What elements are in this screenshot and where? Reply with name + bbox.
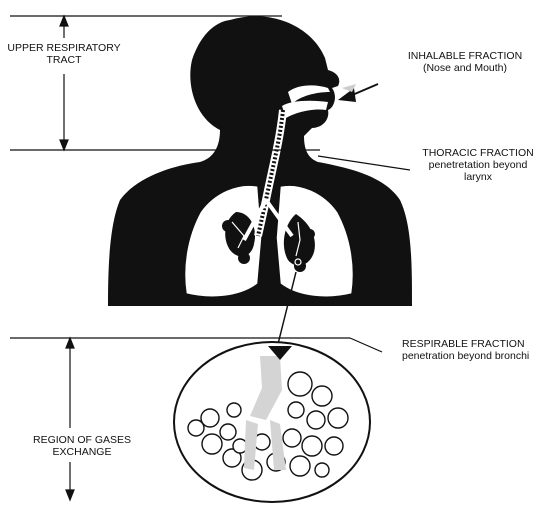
thoracic-line-3: larynx <box>418 171 538 183</box>
respirable-line-1: RESPIRABLE FRACTION <box>402 338 529 350</box>
label-upper-respiratory-tract: UPPER RESPIRATORY TRACT <box>6 42 122 66</box>
label-thoracic-fraction: THORACIC FRACTION penetretation beyond l… <box>418 147 538 183</box>
respirable-line-2: penetration beyond bronchi <box>402 350 529 362</box>
gas-exchange-line-1: REGION OF GASES <box>26 434 138 446</box>
inhalable-line-1: INHALABLE FRACTION <box>400 50 530 62</box>
label-region-of-gases-exchange: REGION OF GASES EXCHANGE <box>26 434 138 458</box>
alveoli-magnified <box>174 342 370 502</box>
thoracic-line-2: penetretation beyond <box>418 159 538 171</box>
upper-tract-line-1: UPPER RESPIRATORY <box>6 42 122 54</box>
label-respirable-fraction: RESPIRABLE FRACTION penetration beyond b… <box>402 338 529 362</box>
label-inhalable-fraction: INHALABLE FRACTION (Nose and Mouth) <box>400 50 530 74</box>
gas-exchange-line-2: EXCHANGE <box>26 446 138 458</box>
inhalable-line-2: (Nose and Mouth) <box>400 62 530 74</box>
inhalation-arrow <box>338 84 378 102</box>
thoracic-line-1: THORACIC FRACTION <box>418 147 538 159</box>
upper-tract-line-2: TRACT <box>6 54 122 66</box>
